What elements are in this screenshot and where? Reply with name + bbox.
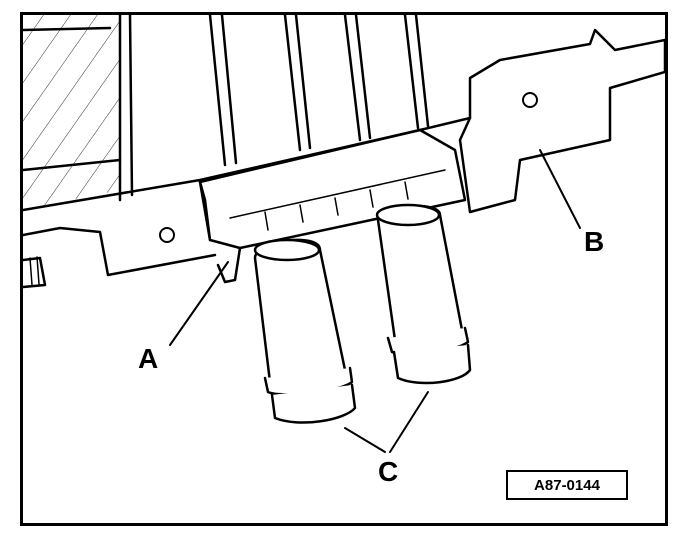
- callout-b: B: [584, 226, 605, 257]
- leader-c-left: [344, 427, 386, 453]
- channel-wall-2: [283, 15, 312, 152]
- diagram-frame: [20, 12, 668, 526]
- bracket-hole-right: [522, 92, 538, 108]
- channel-wall-3: [343, 15, 372, 142]
- housing-lower-edge: [23, 226, 217, 277]
- reference-code: A87-0144: [506, 470, 628, 500]
- callout-c: C: [378, 456, 399, 487]
- leader-a: [169, 261, 229, 346]
- bracket-hole-left: [159, 227, 175, 243]
- pipe-right: [376, 204, 464, 342]
- bracket-b: [458, 28, 665, 214]
- channel-wall-4: [403, 15, 430, 130]
- leader-b: [539, 149, 581, 229]
- background-panel-edge: [23, 26, 122, 172]
- channel-wall-1: [208, 15, 238, 167]
- pipe-left: [253, 238, 347, 384]
- channel-left: [118, 15, 134, 202]
- callout-a: A: [138, 343, 159, 374]
- leader-c-right: [389, 391, 429, 453]
- background-panel: [23, 15, 120, 210]
